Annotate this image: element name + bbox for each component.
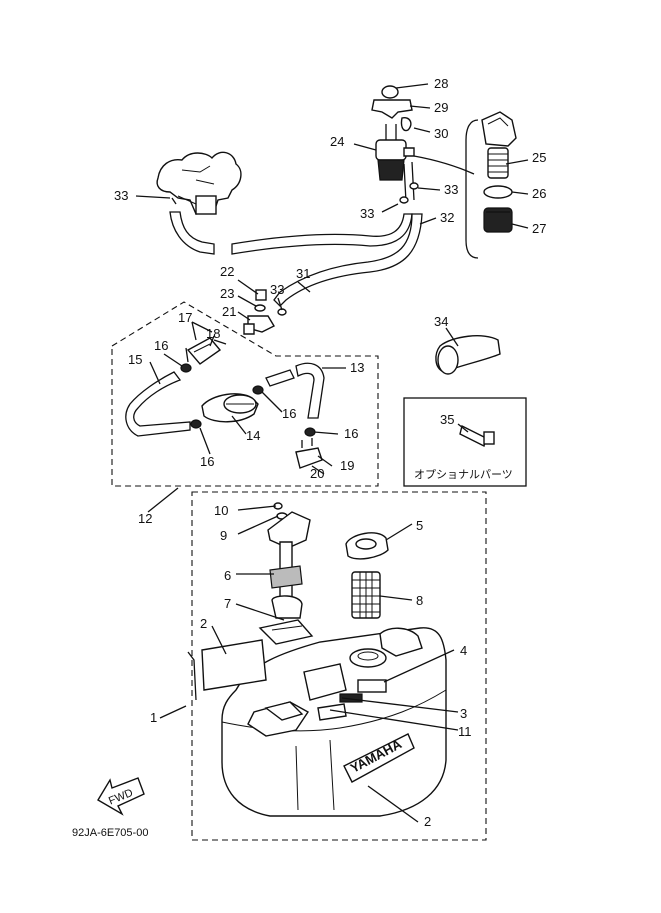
callout-35: 35 <box>440 412 454 427</box>
filler-cap-strainer <box>345 532 389 619</box>
callout-15: 15 <box>128 352 142 367</box>
callout-3: 3 <box>460 706 467 721</box>
callout-33: 33 <box>114 188 128 203</box>
callout-27: 27 <box>532 221 546 236</box>
callout-33: 33 <box>270 282 284 297</box>
forward-arrow: FWD <box>97 777 145 816</box>
callout-33: 33 <box>360 206 374 221</box>
primer-bulb-hose <box>125 337 325 469</box>
callout-numbers: 1 2 2 3 4 5 6 7 8 9 10 11 12 13 14 15 16… <box>114 76 546 829</box>
callout-20: 20 <box>310 466 324 481</box>
callout-5: 5 <box>416 518 423 533</box>
callout-31: 31 <box>296 266 310 281</box>
fuel-hose-upper <box>169 211 413 255</box>
callout-26: 26 <box>532 186 546 201</box>
callout-23: 23 <box>220 286 234 301</box>
callout-30: 30 <box>434 126 448 141</box>
callout-11: 11 <box>458 724 472 739</box>
callout-9: 9 <box>220 528 227 543</box>
callout-8: 8 <box>416 593 423 608</box>
leader-lines <box>135 83 529 823</box>
tank-box <box>191 491 487 841</box>
callout-6: 6 <box>224 568 231 583</box>
callout-16: 16 <box>282 406 296 421</box>
callout-4: 4 <box>460 643 467 658</box>
callout-2: 2 <box>424 814 431 829</box>
fuel-connector-assembly <box>243 289 287 335</box>
callout-14: 14 <box>246 428 260 443</box>
fuel-pickup-assembly <box>258 502 314 645</box>
callout-21: 21 <box>222 304 236 319</box>
callout-10: 10 <box>214 503 228 518</box>
engine-carburetor-drawing <box>156 151 242 215</box>
callout-18: 18 <box>206 326 220 341</box>
callout-13: 13 <box>350 360 364 375</box>
callout-24: 24 <box>330 134 344 149</box>
fuel-filter-assembly <box>371 85 475 204</box>
callout-12: 12 <box>138 511 152 526</box>
connector-cover-34 <box>435 335 501 375</box>
hose-assembly-box <box>111 301 379 487</box>
callout-17: 17 <box>178 310 192 325</box>
callout-33: 33 <box>444 182 458 197</box>
callout-2: 2 <box>200 616 207 631</box>
diagram-code: 92JA-6E705-00 <box>72 827 148 839</box>
callout-34: 34 <box>434 314 448 329</box>
callout-25: 25 <box>532 150 546 165</box>
callout-29: 29 <box>434 100 448 115</box>
callout-7: 7 <box>224 596 231 611</box>
callout-22: 22 <box>220 264 234 279</box>
filter-element-detail <box>465 111 517 259</box>
fuel-hose-middle <box>273 213 423 307</box>
callout-1: 1 <box>150 710 157 725</box>
callout-28: 28 <box>434 76 448 91</box>
callout-16: 16 <box>154 338 168 353</box>
callout-16: 16 <box>200 454 214 469</box>
fuel-tank-body: YAMAHA <box>201 627 447 817</box>
callout-19: 19 <box>340 458 354 473</box>
optional-parts-label: オプショナルパーツ <box>414 468 513 481</box>
callout-32: 32 <box>440 210 454 225</box>
callout-16: 16 <box>344 426 358 441</box>
